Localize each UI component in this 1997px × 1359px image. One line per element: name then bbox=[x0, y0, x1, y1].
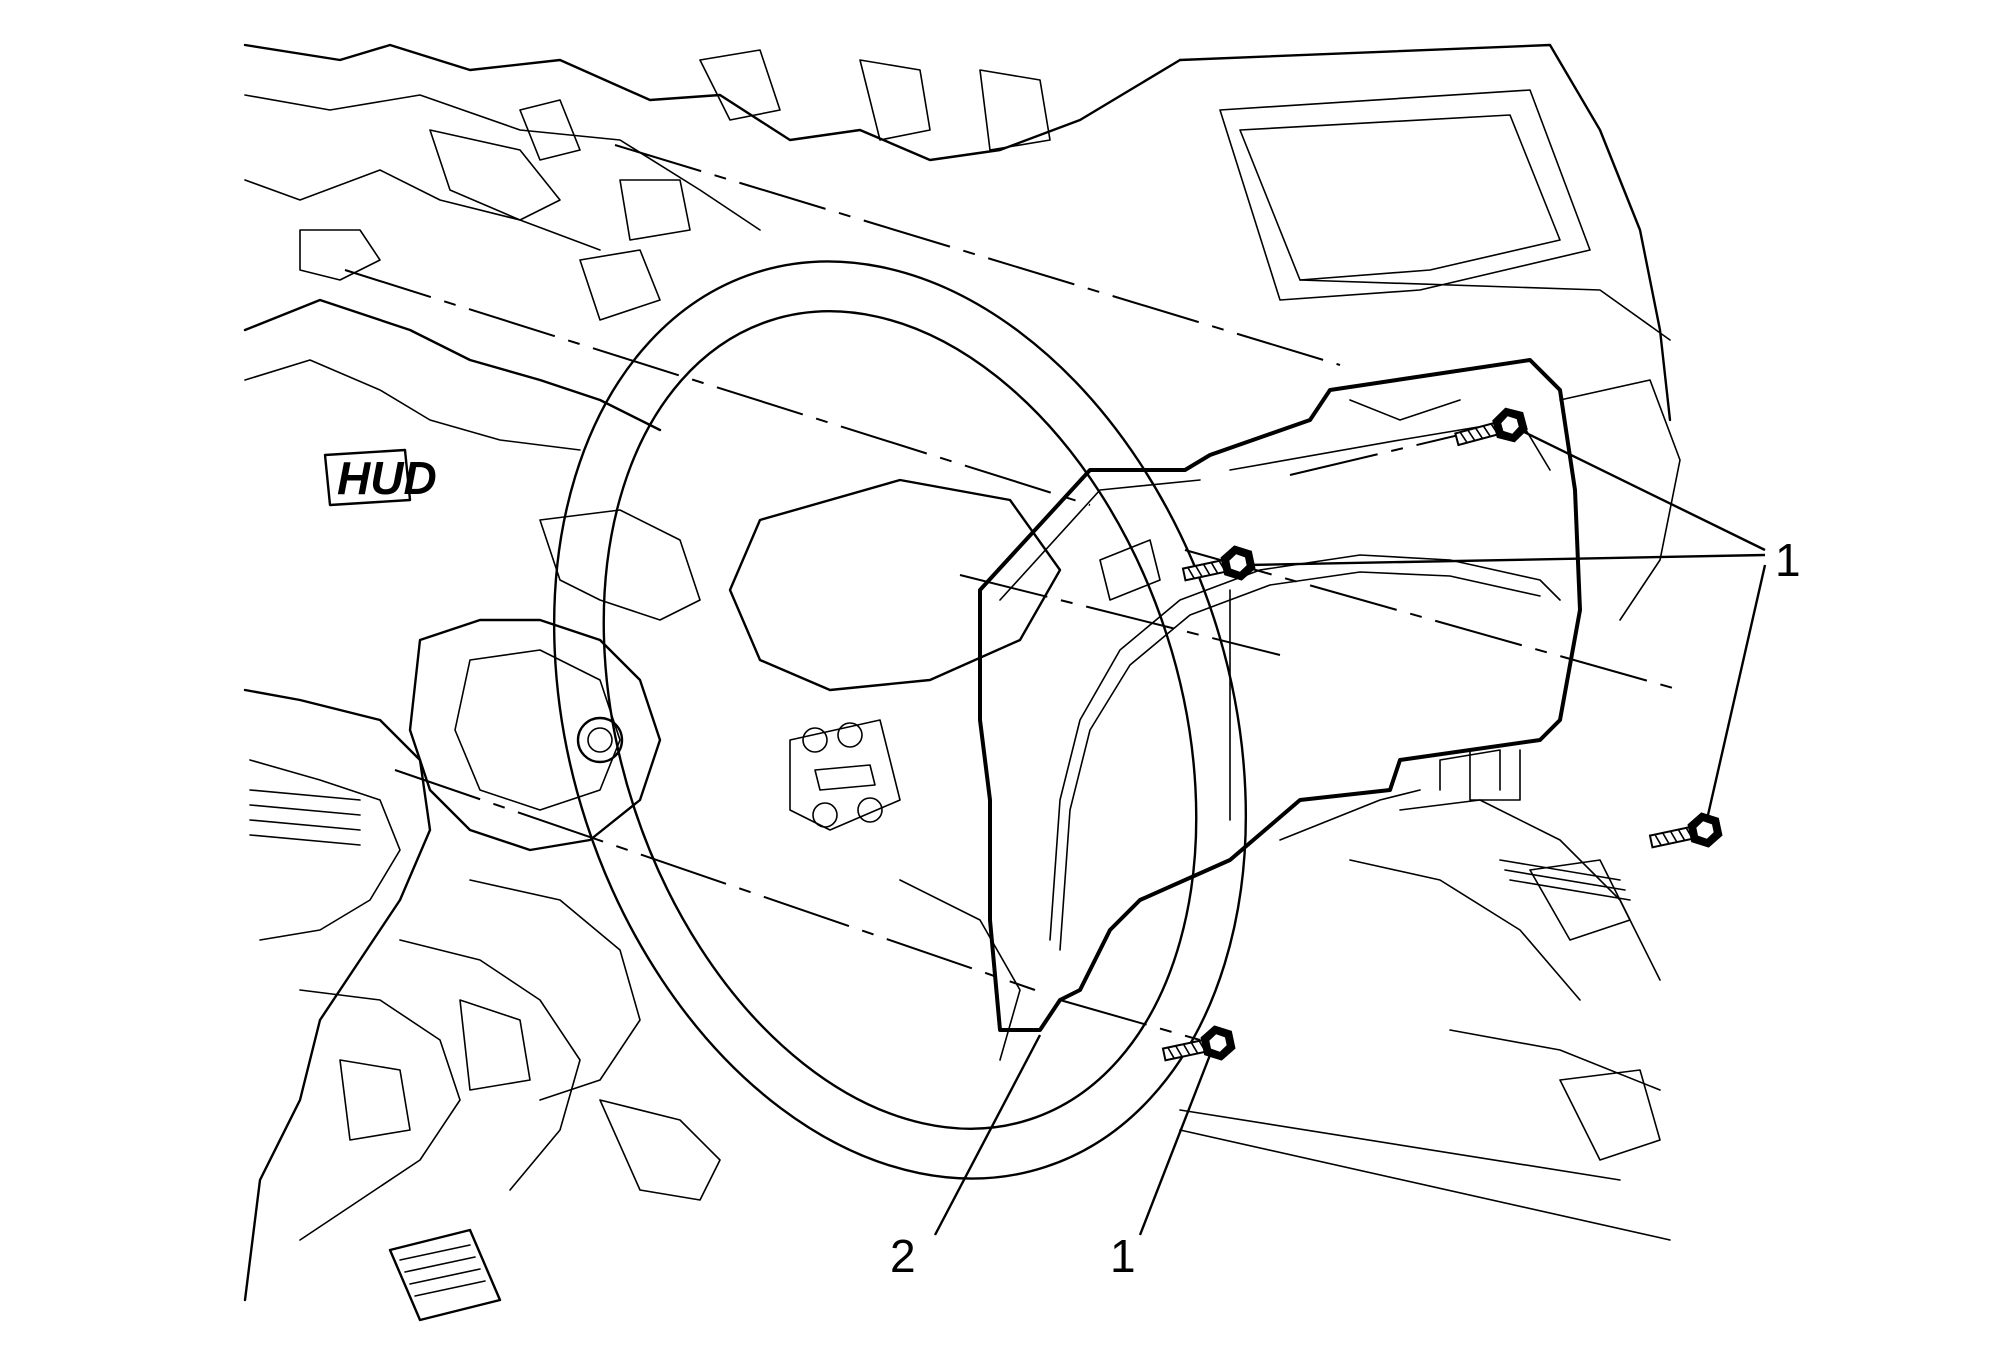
instrument-cluster bbox=[978, 358, 1582, 1032]
callout-1-upper: 1 bbox=[1775, 534, 1801, 586]
steering-wheel bbox=[552, 260, 1248, 1180]
callout-1-lower: 1 bbox=[1110, 1230, 1136, 1282]
bolt-upper-right bbox=[1454, 407, 1528, 447]
hud-label: HUD bbox=[337, 452, 437, 504]
instrument-panel-structure bbox=[243, 43, 1182, 1322]
bolt-lower bbox=[1161, 1025, 1236, 1062]
bolt-right bbox=[1648, 812, 1723, 849]
bolt-center bbox=[1181, 545, 1256, 582]
hud-module: HUD bbox=[323, 448, 437, 507]
right-panel-structure bbox=[1178, 43, 1681, 1241]
leader-lines bbox=[933, 428, 1767, 1236]
alignment-lines bbox=[344, 144, 1681, 1041]
callout-2: 2 bbox=[890, 1230, 916, 1282]
